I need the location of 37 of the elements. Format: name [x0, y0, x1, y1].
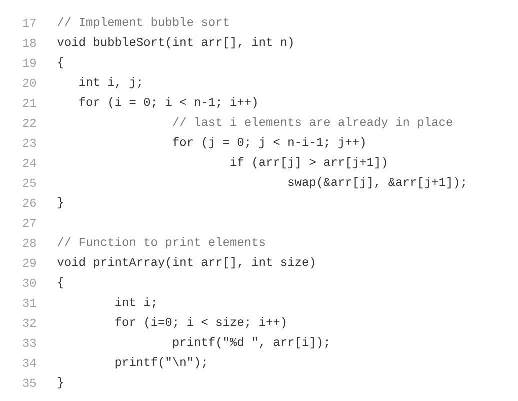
code-comment: // last i elements are already in place	[173, 117, 452, 129]
code-line: }	[58, 377, 64, 389]
line-number: 23	[23, 138, 36, 148]
line-number: 32	[23, 318, 36, 328]
line-number: 29	[23, 258, 36, 268]
line-number: 20	[23, 78, 36, 88]
line-number: 21	[23, 98, 36, 107]
code-line: for (i = 0; i < n-1; i++)	[80, 97, 257, 109]
line-number: 26	[23, 198, 36, 208]
code-comment: // Implement bubble sort	[58, 17, 229, 29]
line-number: 31	[23, 298, 36, 308]
line-number: 19	[23, 58, 36, 68]
code-line: printf("%d ", arr[i]);	[173, 337, 328, 349]
line-number: 25	[23, 178, 36, 188]
code-line: void printArray(int arr[], int size)	[58, 257, 314, 269]
code-line: int i;	[116, 298, 156, 308]
line-number: 28	[23, 238, 36, 248]
line-number: 18	[23, 38, 36, 48]
line-number: 30	[23, 278, 36, 288]
code-line: printf("\n");	[116, 357, 206, 369]
line-number: 22	[23, 118, 36, 127]
line-number: 27	[23, 218, 36, 227]
code-line: {	[58, 57, 64, 69]
code-line: int i, j;	[80, 77, 142, 89]
line-number: 17	[23, 19, 36, 27]
code-line: if (arr[j] > arr[j+1])	[230, 157, 386, 169]
code-line: swap(&arr[j], &arr[j+1]);	[288, 177, 466, 189]
code-line: }	[58, 197, 64, 209]
code-line: for (i=0; i < size; i++)	[116, 317, 286, 329]
code-line: void bubbleSort(int arr[], int n)	[58, 37, 293, 49]
line-number: 24	[23, 158, 36, 167]
line-number: 35	[23, 378, 36, 388]
code-line: for (j = 0; j < n-i-1; j++)	[173, 137, 365, 149]
code-comment: // Function to print elements	[58, 237, 266, 249]
line-number: 34	[23, 358, 36, 368]
code-line: {	[58, 277, 64, 289]
line-number: 33	[23, 338, 36, 348]
